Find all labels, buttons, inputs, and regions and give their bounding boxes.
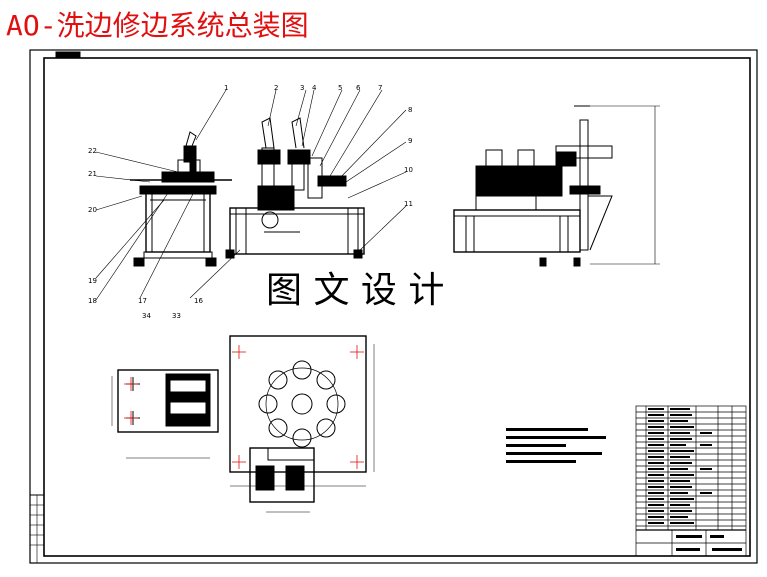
callout-17: 17 xyxy=(138,297,147,305)
callout-18: 18 xyxy=(88,297,97,305)
callout-8: 8 xyxy=(408,106,412,114)
watermark: 图 文 设 计 xyxy=(266,270,444,311)
callout-16: 16 xyxy=(194,297,203,305)
callout-7: 7 xyxy=(378,84,382,92)
callout-9: 9 xyxy=(408,137,412,145)
callout-21: 21 xyxy=(88,170,97,178)
callout-20: 20 xyxy=(88,206,97,214)
parts-list xyxy=(635,405,747,557)
technical-notes xyxy=(506,428,606,463)
side-view xyxy=(225,117,365,259)
page-title: AO-洗边修边系统总装图 xyxy=(6,9,309,42)
callout-22: 22 xyxy=(88,147,97,155)
front-view xyxy=(130,131,232,267)
right-view xyxy=(453,105,660,267)
callout-4: 4 xyxy=(312,84,317,92)
leader-lines xyxy=(95,89,407,301)
callout-6: 6 xyxy=(356,84,361,92)
callout-10: 10 xyxy=(404,166,413,174)
callout-2: 2 xyxy=(274,84,278,92)
callout-3: 3 xyxy=(300,84,304,92)
callout-19: 19 xyxy=(88,277,97,285)
center-marks xyxy=(124,345,364,469)
callout-labels: 1 2 3 4 5 6 7 8 9 10 11 22 21 20 19 18 1… xyxy=(88,84,413,320)
callout-5: 5 xyxy=(338,84,342,92)
callout-11: 11 xyxy=(404,200,413,208)
callout-33: 33 xyxy=(172,312,181,320)
parts-list-text xyxy=(648,408,742,551)
callout-1: 1 xyxy=(224,84,228,92)
callout-34: 34 xyxy=(142,312,151,320)
plan-view xyxy=(111,335,375,513)
drawing-frame xyxy=(29,49,758,564)
